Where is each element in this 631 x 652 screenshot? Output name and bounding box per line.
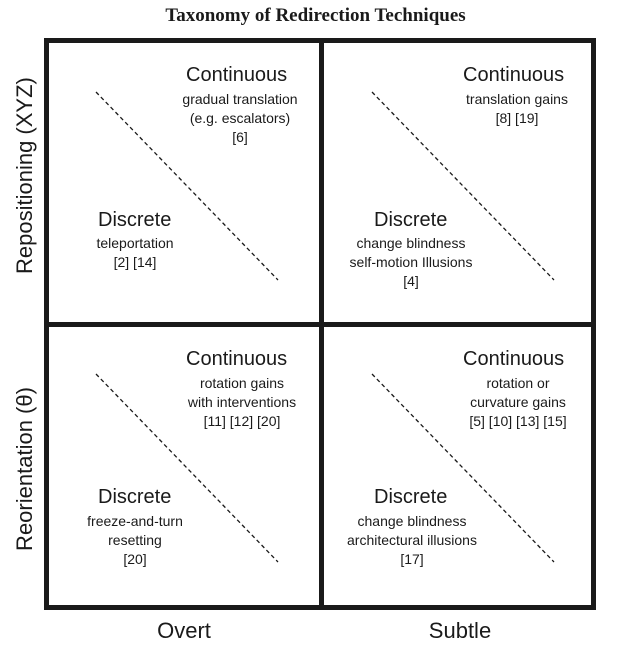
discrete-detail: change blindness architectural illusions… [347, 513, 477, 567]
discrete-detail: freeze-and-turn resetting [20] [87, 513, 183, 567]
discrete-label: Discrete [374, 486, 448, 508]
discrete-label: Discrete [98, 209, 172, 231]
continuous-label: Continuous [463, 64, 565, 86]
continuous-detail: gradual translation (e.g. escalators) [6… [182, 91, 298, 145]
y-axis-label-reorientation: Reorientation (θ) [12, 387, 37, 551]
continuous-detail: rotation or curvature gains [5] [10] [13… [469, 375, 567, 429]
continuous-detail: rotation gains with interventions [11] [… [187, 375, 297, 429]
continuous-detail: translation gains [8] [19] [466, 91, 568, 126]
discrete-label: Discrete [374, 209, 448, 231]
cell-reorientation-overt: Continuous rotation gains with intervent… [44, 322, 320, 606]
dashed-divider-line [371, 373, 555, 563]
cell-repositioning-overt: Continuous gradual translation (e.g. esc… [44, 38, 320, 322]
cell-repositioning-subtle: Continuous translation gains [8] [19] Di… [320, 38, 596, 322]
dashed-divider-line [95, 91, 279, 281]
continuous-label: Continuous [463, 348, 565, 370]
dashed-divider-line [95, 373, 279, 563]
continuous-label: Continuous [186, 348, 288, 370]
x-axis-label-overt: Overt [157, 618, 211, 643]
cell-reorientation-subtle: Continuous rotation or curvature gains [… [320, 322, 596, 606]
diagram-title: Taxonomy of Redirection Techniques [165, 5, 466, 26]
dashed-divider-line [371, 91, 555, 281]
x-axis-label-subtle: Subtle [428, 618, 492, 643]
discrete-label: Discrete [98, 486, 172, 508]
discrete-detail: teleportation [2] [14] [96, 235, 174, 270]
y-axis-label-repositioning: Repositioning (XYZ) [12, 77, 37, 274]
horizontal-divider [44, 322, 596, 327]
discrete-detail: change blindness self-motion Illusions [… [349, 235, 473, 289]
continuous-label: Continuous [186, 64, 288, 86]
